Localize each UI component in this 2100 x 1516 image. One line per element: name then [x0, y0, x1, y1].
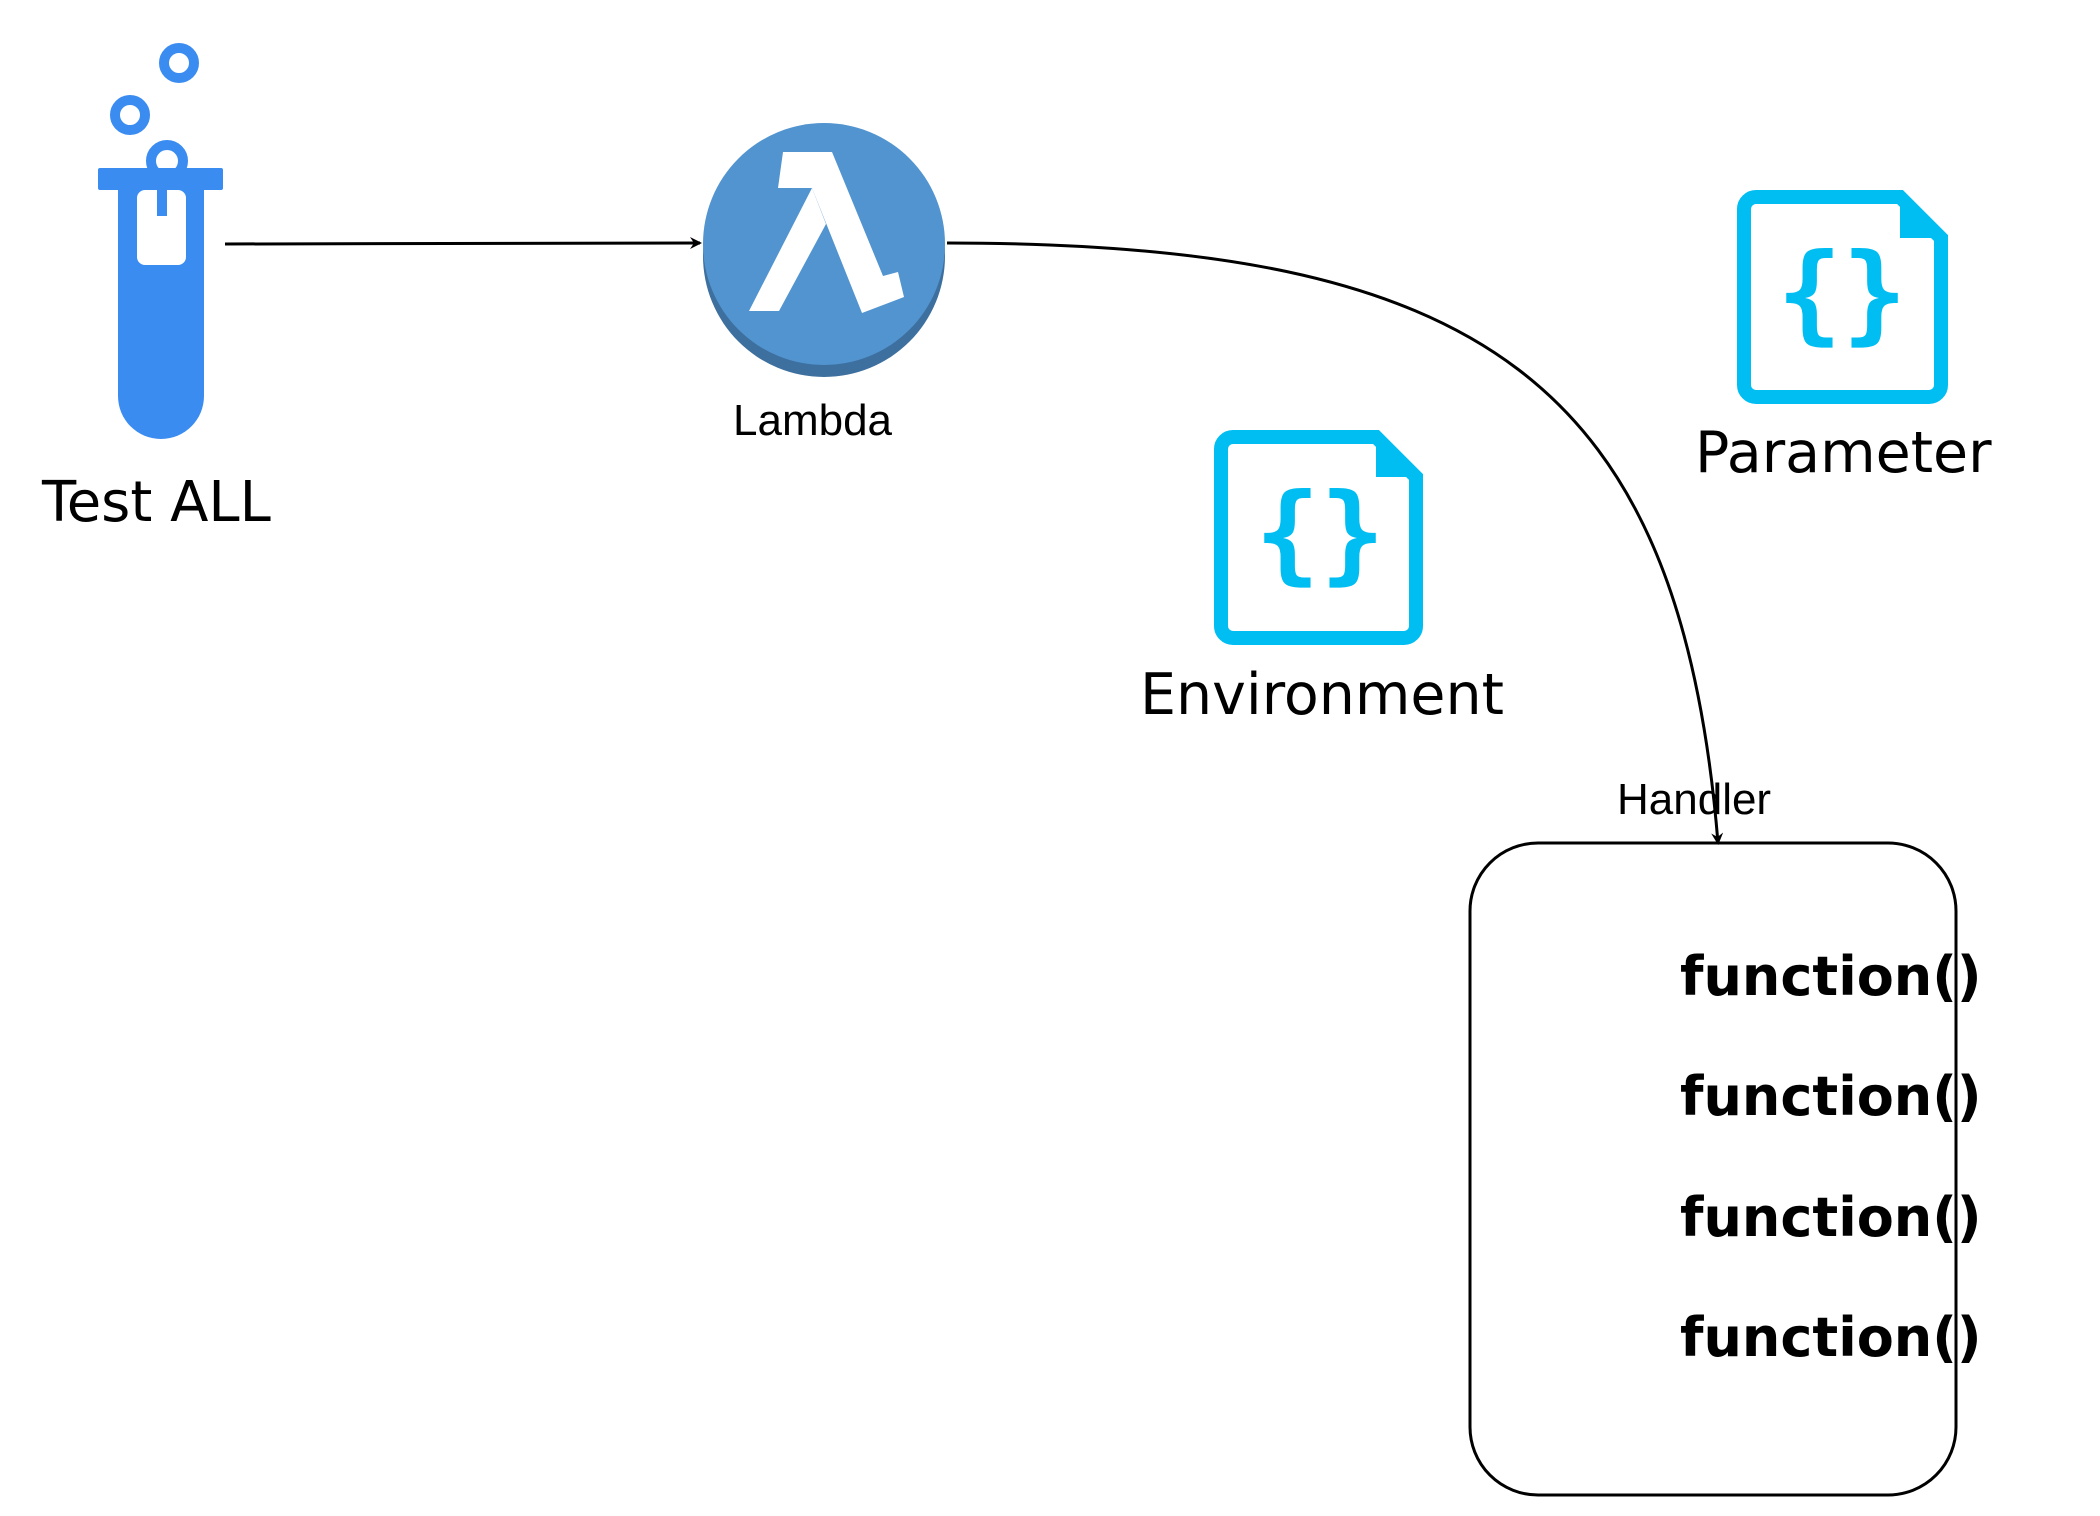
handler-function: function(): [1680, 1065, 1982, 1128]
handler-function: function(): [1680, 945, 1982, 1008]
svg-text:{}: {}: [1255, 471, 1385, 596]
handler-container: [1468, 841, 1958, 1497]
edge-lambda-to-handler: [946, 241, 1724, 845]
node-label-test-all: Test ALL: [42, 470, 271, 535]
node-label-handler: Handler: [1617, 775, 1772, 824]
node-label-environment: Environment: [1140, 662, 1504, 728]
node-label-parameter: Parameter: [1695, 420, 1992, 486]
edge-test-to-lambda: [224, 237, 702, 250]
svg-text:{}: {}: [1777, 231, 1907, 356]
test-tube-icon: [98, 43, 223, 439]
node-label-lambda: Lambda: [733, 396, 893, 445]
handler-function: function(): [1680, 1186, 1982, 1249]
aws-lambda-icon: [703, 123, 945, 377]
handler-function: function(): [1680, 1306, 1982, 1369]
json-file-icon: {}: [1214, 430, 1423, 645]
json-file-icon: {}: [1737, 190, 1948, 404]
